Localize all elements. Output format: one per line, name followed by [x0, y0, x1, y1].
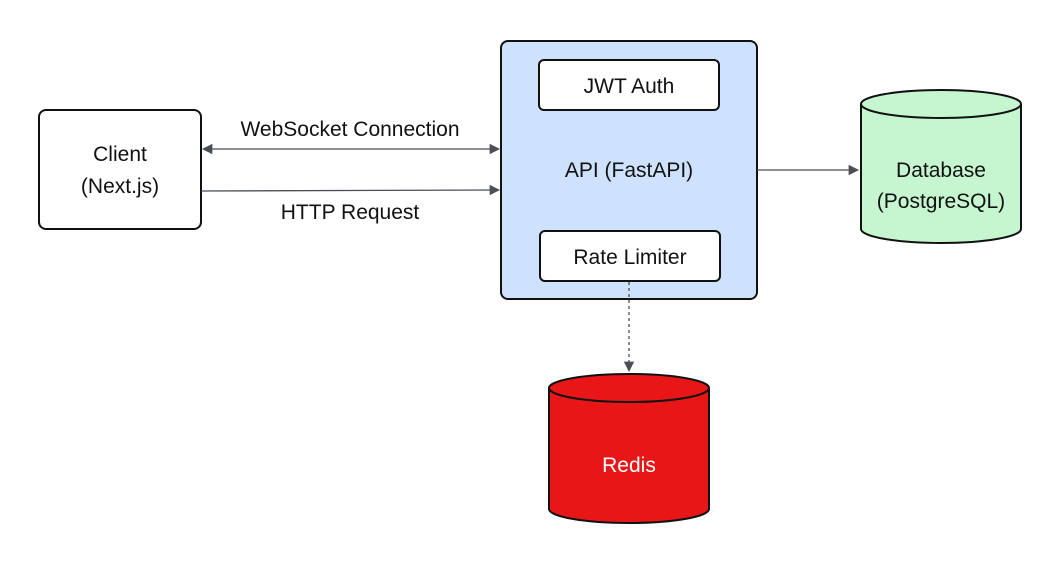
- redis-label: Redis: [602, 454, 656, 477]
- jwt-auth-label: JWT Auth: [584, 75, 675, 98]
- api-node: API (FastAPI) JWT Auth Rate Limiter: [500, 40, 758, 300]
- jwt-auth-node: JWT Auth: [538, 59, 720, 111]
- redis-node: Redis: [548, 373, 710, 524]
- rate-limiter-node: Rate Limiter: [539, 230, 721, 282]
- client-label-line2: (Next.js): [81, 175, 159, 198]
- rate-limiter-box: [539, 230, 721, 282]
- client-box: [38, 109, 202, 230]
- database-cylinder-top: [860, 89, 1022, 119]
- database-label-line1: Database: [896, 159, 986, 182]
- client-node: Client (Next.js): [38, 109, 202, 230]
- database-label-line2: (PostgreSQL): [877, 190, 1005, 213]
- http-edge: [200, 184, 501, 196]
- database-cylinder: [860, 104, 1022, 244]
- redis-cylinder-top: [548, 373, 710, 403]
- http-edge-label: HTTP Request: [281, 201, 420, 224]
- redis-cylinder: [548, 388, 710, 524]
- api-label: API (FastAPI): [565, 159, 693, 182]
- edges: WebSocket Connection HTTP Request: [200, 118, 860, 373]
- database-node: Database (PostgreSQL): [860, 89, 1022, 244]
- rate-limiter-label: Rate Limiter: [573, 246, 686, 269]
- websocket-edge-label: WebSocket Connection: [240, 118, 459, 141]
- jwt-auth-box: [538, 59, 720, 111]
- client-label-line1: Client: [93, 143, 147, 166]
